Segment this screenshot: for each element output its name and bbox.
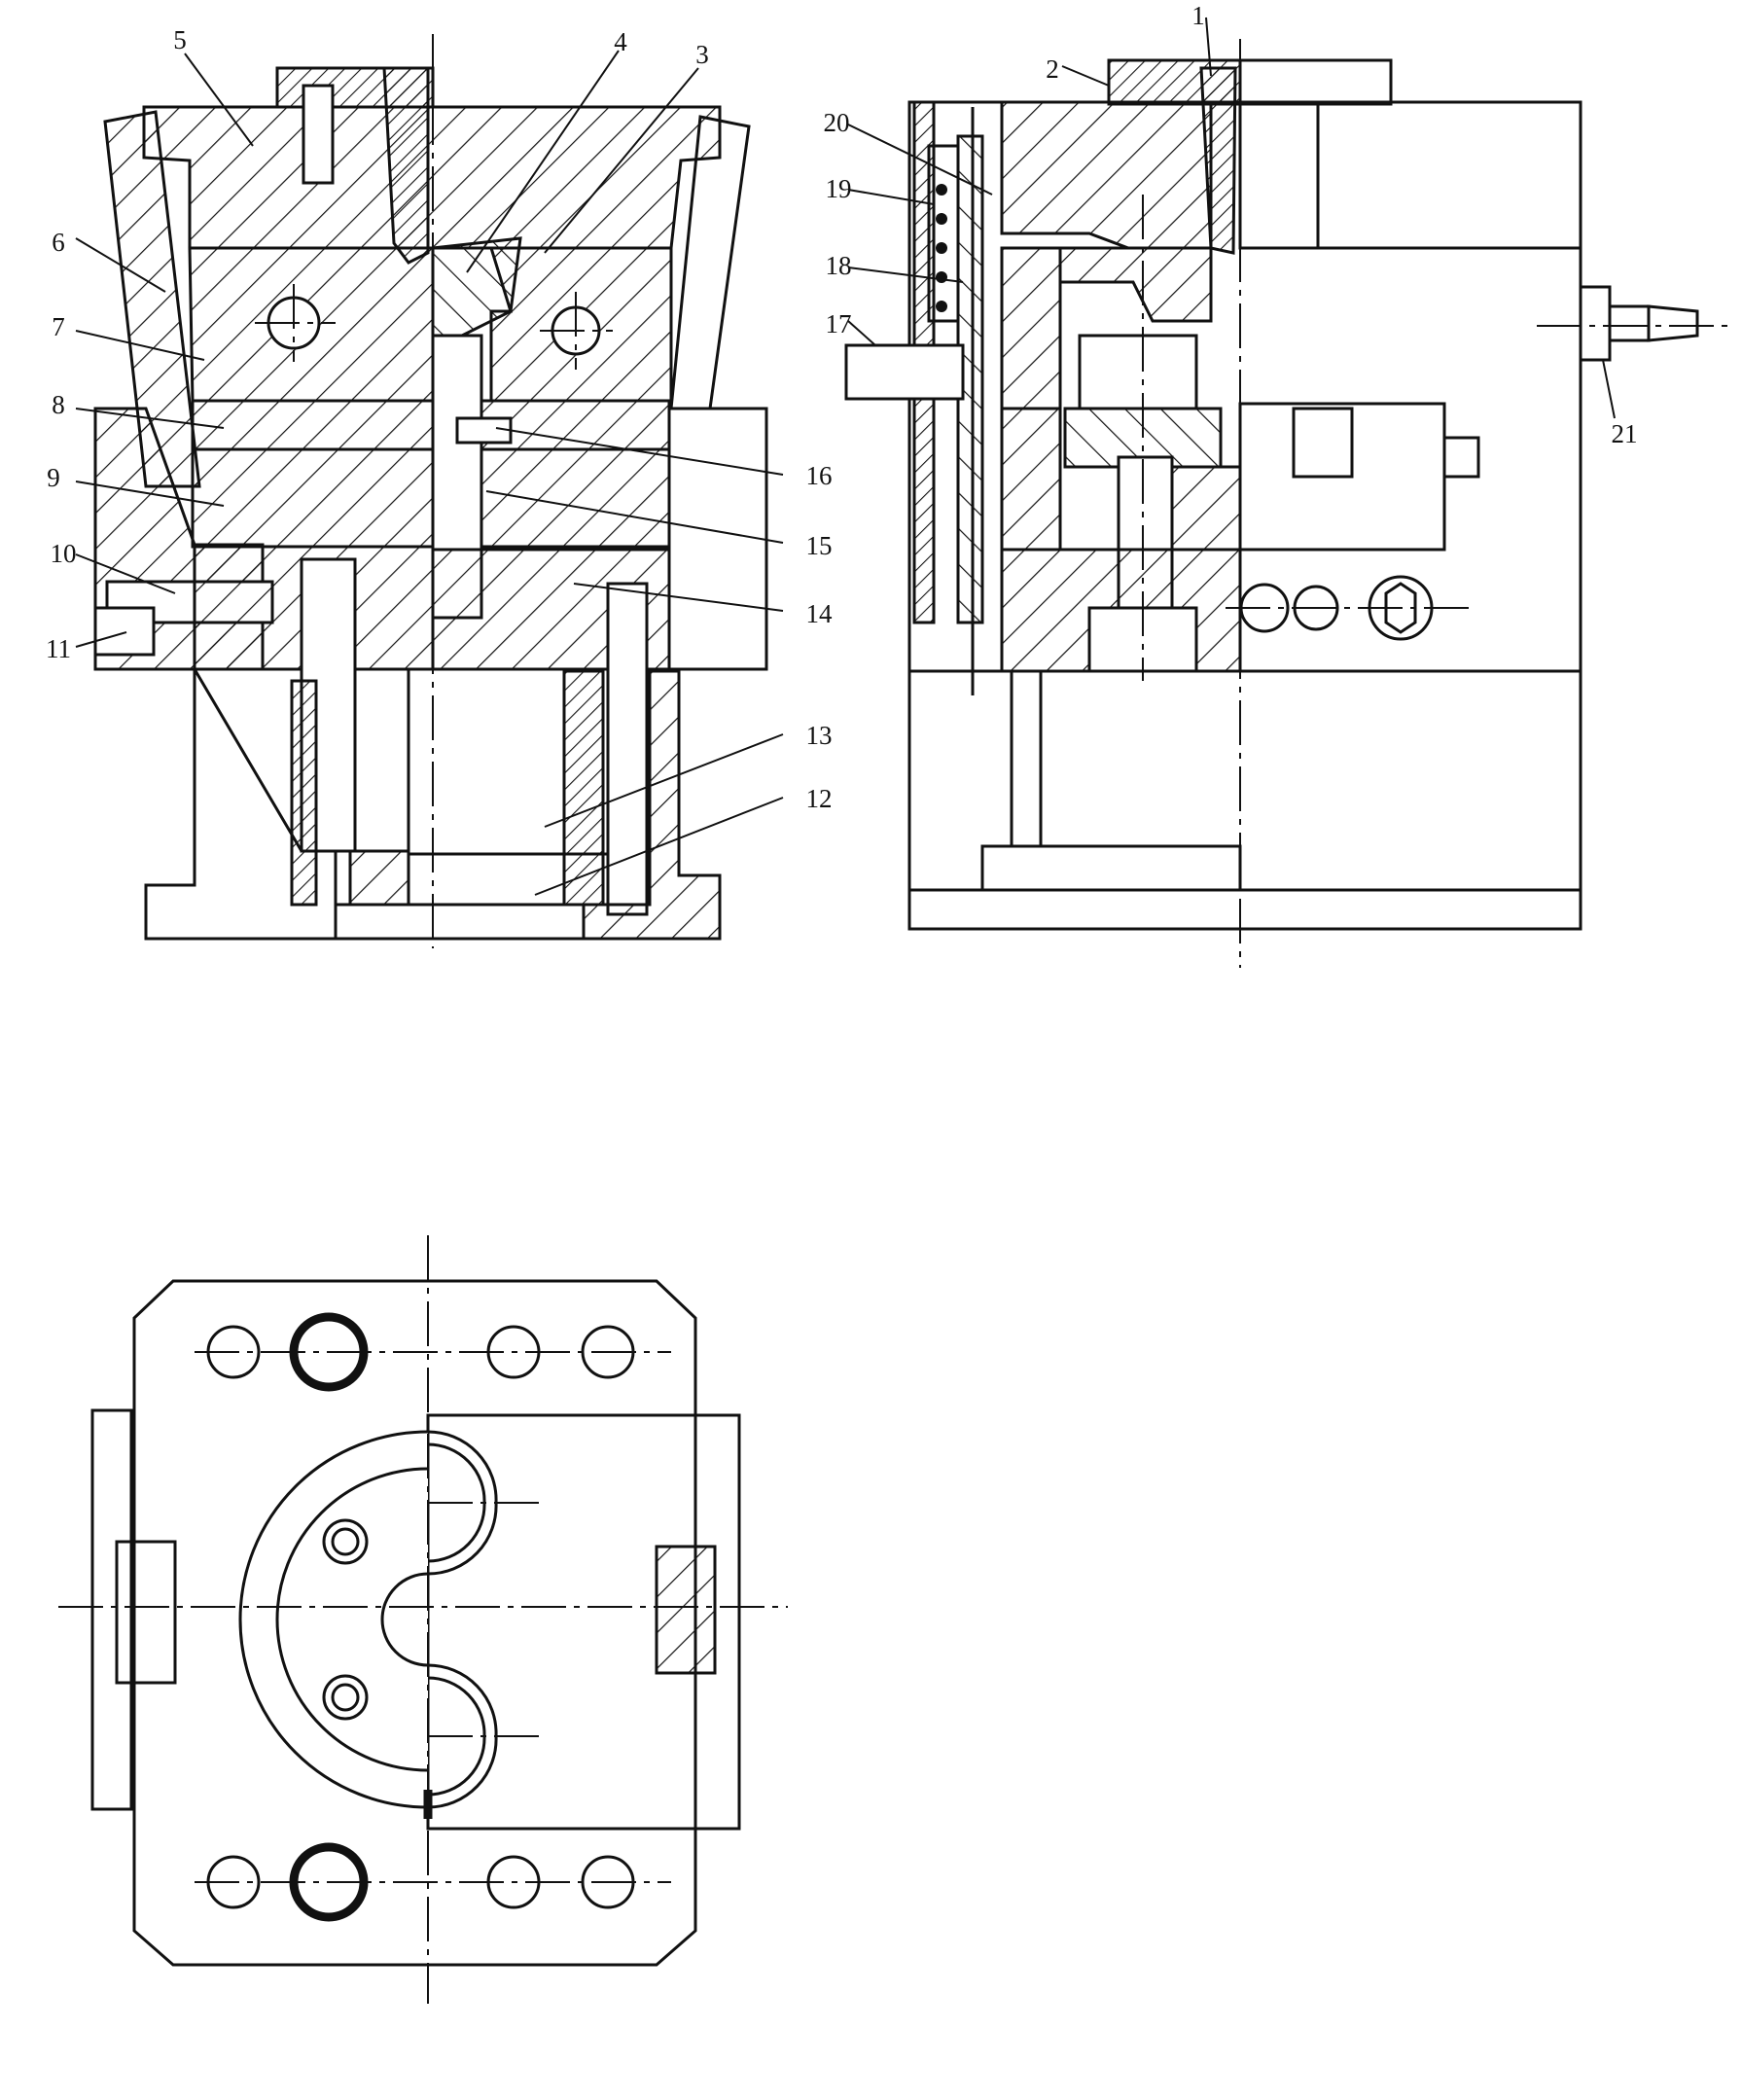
callout-12: 12: [806, 784, 833, 813]
part-11-screw: [93, 606, 156, 657]
callout-6: 6: [52, 228, 65, 257]
callout-3: 3: [695, 40, 709, 69]
cavity-left: [1000, 246, 1062, 410]
right-leg-pin: [1010, 669, 1043, 848]
plan-left-clamp: [90, 1408, 133, 1811]
callout-21: 21: [1612, 419, 1638, 448]
part-8-plate: [191, 399, 671, 451]
plan-cavity-center-notch: [380, 1572, 429, 1667]
part-16-pin: [455, 416, 513, 445]
top-cavity-plate: [1000, 100, 1213, 250]
callout-13: 13: [806, 721, 833, 750]
callout-8: 8: [52, 390, 65, 419]
callout-2: 2: [1046, 54, 1059, 84]
callout-19: 19: [826, 174, 852, 203]
plan-pin-top: [322, 1518, 369, 1565]
side-hole-3-hex: [1384, 582, 1417, 634]
callout-18: 18: [826, 251, 852, 280]
leader-lines: [75, 17, 1616, 896]
part-9-plate: [191, 447, 671, 549]
plan-half-ring-inner: [275, 1467, 429, 1772]
top-screw: [302, 84, 335, 185]
callout-10: 10: [51, 539, 77, 568]
plan-pin-bottom: [322, 1674, 369, 1721]
cavity-lower-left: [1000, 407, 1062, 552]
plan-right-lock: [655, 1545, 717, 1675]
plan-left-slot: [115, 1540, 177, 1685]
right-leg: [582, 669, 722, 941]
side-box: [1238, 100, 1582, 250]
callout-14: 14: [806, 599, 834, 628]
side-box-inner: [1316, 100, 1582, 250]
base-plate: [334, 903, 586, 941]
part-20-side-slide: [956, 134, 984, 624]
callout-5: 5: [173, 25, 187, 54]
right-block: [667, 407, 768, 671]
part-17-bolt: [844, 343, 965, 401]
side-slider-tab: [1442, 436, 1480, 479]
part-21-nipple: [1647, 304, 1699, 342]
part-13-bush: [562, 669, 605, 907]
cavity-lower-right: [1170, 465, 1242, 552]
side-slider-slot: [1292, 407, 1354, 479]
callout-16: 16: [806, 461, 833, 490]
callout-11: 11: [46, 634, 71, 663]
top-block: [1238, 58, 1393, 106]
part-21-body: [1579, 285, 1612, 362]
plan-view: [58, 1235, 788, 2004]
callout-20: 20: [824, 108, 850, 137]
callout-4: 4: [614, 27, 627, 56]
callout-17: 17: [826, 309, 852, 338]
callout-15: 15: [806, 531, 833, 560]
right-base-step: [980, 844, 1242, 892]
callout-7: 7: [52, 312, 65, 341]
cavity-top: [1058, 246, 1213, 323]
right-section-view: [844, 39, 1731, 968]
callout-1: 1: [1191, 1, 1205, 30]
left-section-view: [93, 34, 768, 948]
part-21-fitting: [1608, 304, 1651, 342]
callout-9: 9: [47, 463, 60, 492]
callout-labels: 1 2 3 4 5 6 7 8 9 10 11 12 13 14 15 16 1…: [46, 1, 1638, 813]
core-cap: [1078, 334, 1198, 410]
guide-bush-left: [290, 679, 318, 907]
bush-collar: [348, 849, 410, 907]
plan-plate: [132, 1279, 697, 1967]
